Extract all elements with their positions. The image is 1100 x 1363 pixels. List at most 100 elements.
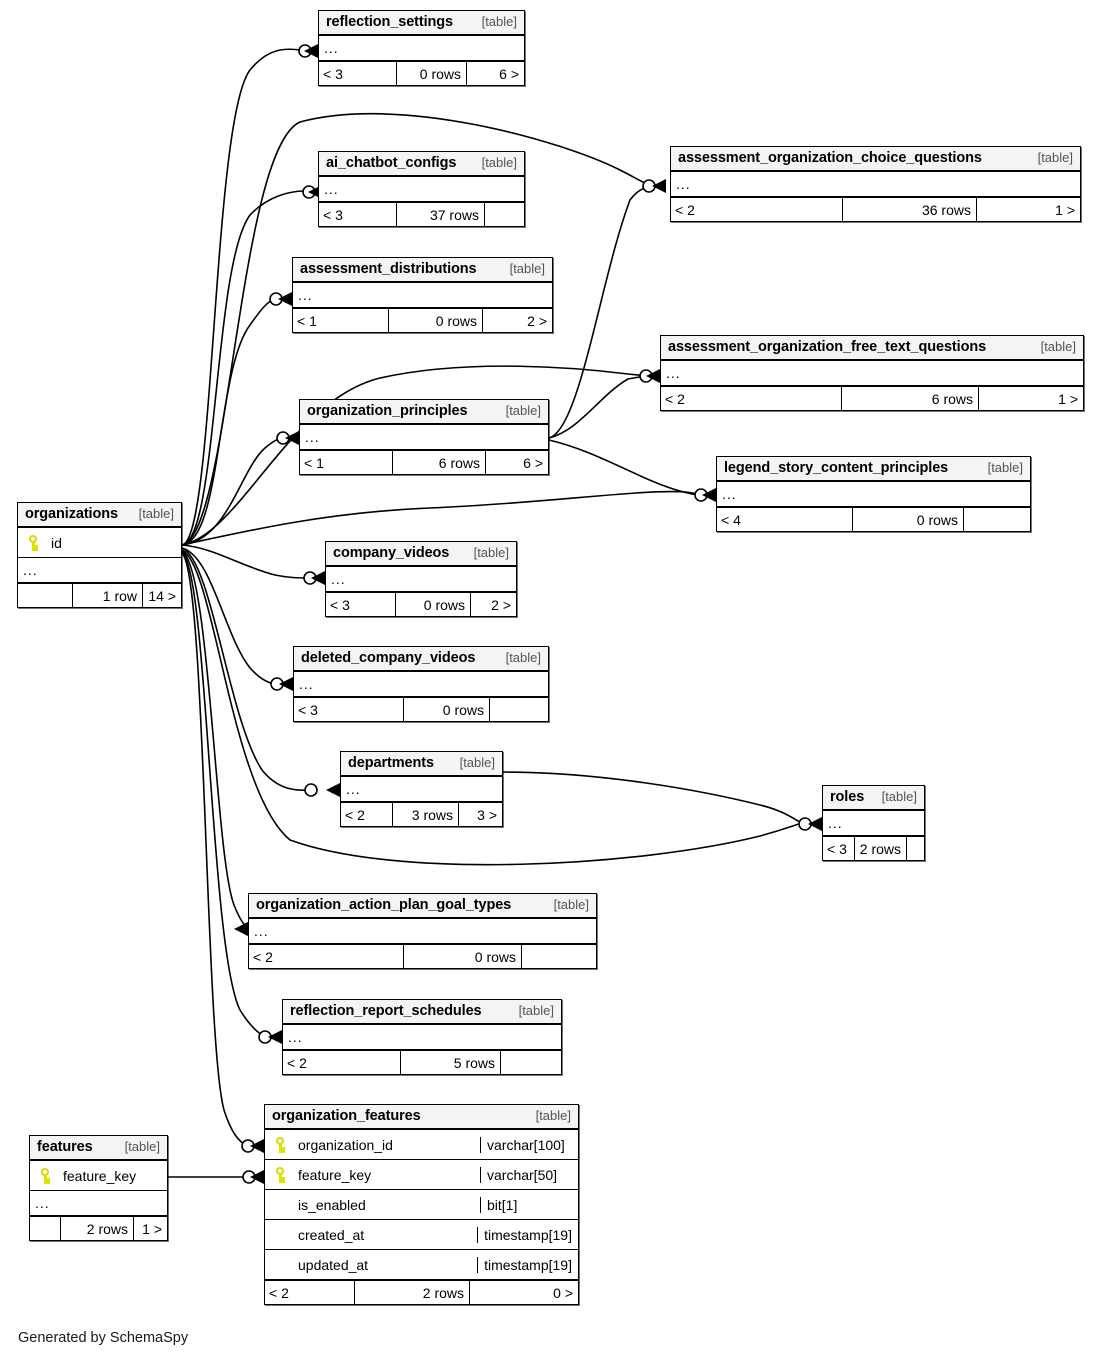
table-header-reflection_settings[interactable]: reflection_settings[table] [319,11,524,36]
hidden-columns-ellipsis: ... [249,919,596,944]
table-type-tag: [table] [1037,150,1073,165]
column-type-cell: timestamp[19] [477,1256,578,1273]
table-node-organization_features[interactable]: organization_features[table]organization… [264,1104,579,1305]
row-count: 2 rows [855,837,907,860]
table-node-assessment_organization_choice_questions[interactable]: assessment_organization_choice_questions… [670,146,1081,222]
table-header-organization_features[interactable]: organization_features [table] [265,1105,578,1130]
table-header-assessment_organization_choice_questions[interactable]: assessment_organization_choice_questions… [671,147,1080,172]
outgoing-relationship-count: 14 > [148,587,176,604]
table-title: roles [830,789,865,805]
column-type-cell: bit[1] [480,1196,578,1213]
table-header-assessment_organization_free_text_questions[interactable]: assessment_organization_free_text_questi… [661,336,1083,361]
table-title: organization_action_plan_goal_types [256,897,512,913]
hidden-columns-ellipsis: ... [319,177,524,202]
hidden-columns-ellipsis: ... [717,482,1030,507]
table-node-organization_action_plan_goal_types[interactable]: organization_action_plan_goal_types[tabl… [248,893,597,969]
table-type-tag: [table] [518,1003,554,1018]
table-header-organization_principles[interactable]: organization_principles[table] [300,400,548,425]
table-node-legend_story_content_principles[interactable]: legend_story_content_principles[table]..… [716,456,1031,532]
table-title: organizations [25,506,118,522]
table-column-row[interactable]: feature_key [30,1161,167,1191]
table-title: organization_features [272,1108,421,1124]
primary-key-icon [273,1166,287,1183]
table-header-company_videos[interactable]: company_videos [table] [326,542,516,567]
table-node-assessment_organization_free_text_questions[interactable]: assessment_organization_free_text_questi… [660,335,1084,411]
table-type-tag: [table] [505,403,541,418]
table-header-deleted_company_videos[interactable]: deleted_company_videos[table] [294,647,548,672]
column-label: updated_at [298,1256,369,1273]
incoming-relationship-count: < 1 [293,309,389,332]
hidden-columns-ellipsis: ... [294,672,548,697]
table-header-features[interactable]: features [table] [30,1136,167,1161]
table-header-organizations[interactable]: organizations[table] [18,503,181,528]
table-type-tag: [table] [987,460,1023,475]
table-title: features [37,1139,93,1155]
table-column-row[interactable]: updated_at timestamp[19] [265,1250,578,1280]
incoming-relationship-count: < 3 [294,698,404,721]
hidden-columns-ellipsis: ... [30,1191,167,1216]
table-title: company_videos [333,545,450,561]
table-type-tag: [table] [473,545,509,560]
table-header-assessment_distributions[interactable]: assessment_distributions[table] [293,258,552,283]
outgoing-relationship-count [490,698,548,721]
incoming-relationship-count: < 1 [300,451,393,474]
row-count: 0 rows [404,698,490,721]
outgoing-relationship-count [907,837,924,860]
table-header-organization_action_plan_goal_types[interactable]: organization_action_plan_goal_types[tabl… [249,894,596,919]
incoming-relationship-count: < 2 [671,198,843,221]
column-label: feature_key [63,1167,137,1184]
table-title: reflection_settings [326,14,454,30]
column-label: id [51,534,62,551]
row-count: 3 rows [393,803,459,826]
row-count: 0 rows [396,593,471,616]
table-title: assessment_distributions [300,261,477,277]
outgoing-relationship-count: 6 > [499,65,519,82]
incoming-relationship-count: < 3 [319,203,397,226]
table-column-row[interactable]: id [18,528,181,558]
table-header-legend_story_content_principles[interactable]: legend_story_content_principles[table] [717,457,1030,482]
table-type-tag: [table] [124,1139,160,1154]
incoming-relationship-count [30,1217,61,1240]
table-header-departments[interactable]: departments[table] [341,752,502,777]
row-count: 0 rows [389,309,483,332]
hidden-columns-ellipsis: ... [661,361,1083,386]
column-name-cell: id [18,534,181,551]
row-count: 0 rows [397,62,467,85]
table-header-reflection_report_schedules[interactable]: reflection_report_schedules[table] [283,1000,561,1025]
table-node-reflection_report_schedules[interactable]: reflection_report_schedules[table]...< 2… [282,999,562,1075]
hidden-columns-ellipsis: ... [300,425,548,450]
outgoing-relationship-count [485,203,524,226]
primary-key-icon [38,1167,52,1184]
table-type-tag: [table] [535,1108,571,1123]
incoming-relationship-count [18,584,73,607]
table-title: departments [348,755,434,771]
table-header-roles[interactable]: roles[table] [823,786,924,811]
incoming-relationship-count: < 3 [319,62,397,85]
outgoing-relationship-count: 1 > [142,1220,162,1237]
incoming-relationship-count: < 2 [661,387,842,410]
table-header-ai_chatbot_configs[interactable]: ai_chatbot_configs[table] [319,152,524,177]
table-type-tag: [table] [481,155,517,170]
